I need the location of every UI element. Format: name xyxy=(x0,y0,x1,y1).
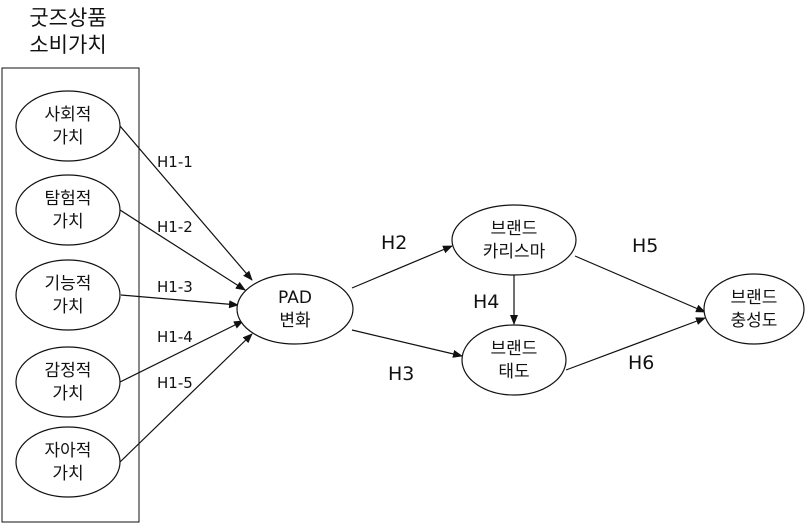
node-brand-charisma: 브랜드 카리스마 xyxy=(451,204,577,276)
node-charisma-line2: 카리스마 xyxy=(483,242,546,262)
node-function-line2: 가치 xyxy=(52,297,83,317)
label-h2: H2 xyxy=(381,232,407,254)
node-function-line1: 기능적 xyxy=(45,274,92,294)
node-explore-line1: 탐험적 xyxy=(45,189,92,209)
group-title-line1: 굿즈상품 xyxy=(29,6,106,30)
label-h1-1: H1-1 xyxy=(157,153,193,171)
node-pad-line1: PAD xyxy=(278,288,312,308)
node-self-value: 자아적 가치 xyxy=(15,426,121,498)
edge-h1-3 xyxy=(120,294,239,309)
consumption-value-group-box xyxy=(1,67,140,523)
edge-h5 xyxy=(574,255,706,313)
label-h4: H4 xyxy=(473,291,499,313)
edge-h1-4 xyxy=(119,320,244,383)
node-social-line1: 사회적 xyxy=(45,105,92,125)
node-function-value: 기능적 가치 xyxy=(15,259,121,331)
node-pad-line2: 변화 xyxy=(279,311,311,331)
node-brand-attitude: 브랜드 태도 xyxy=(461,324,567,396)
node-social-value: 사회적 가치 xyxy=(15,90,121,162)
label-h5: H5 xyxy=(632,235,658,257)
label-h1-2: H1-2 xyxy=(157,218,193,236)
edge-h2 xyxy=(351,245,453,289)
node-loyalty-line2: 충성도 xyxy=(731,311,778,331)
edge-h1-1 xyxy=(119,125,253,281)
node-self-line1: 자아적 xyxy=(45,441,92,461)
node-brand-loyalty: 브랜드 충성도 xyxy=(703,273,805,345)
node-emotion-value: 감정적 가치 xyxy=(15,346,121,418)
node-charisma-line1: 브랜드 xyxy=(491,219,538,239)
node-explore-value: 탐험적 가치 xyxy=(15,174,121,246)
group-title-line2: 소비가치 xyxy=(29,33,106,57)
label-h1-4: H1-4 xyxy=(157,328,193,346)
node-explore-line2: 가치 xyxy=(52,212,83,232)
node-emotion-line2: 가치 xyxy=(52,384,83,404)
node-pad-change: PAD 변화 xyxy=(236,273,354,345)
label-h6: H6 xyxy=(628,352,654,374)
edge-h3 xyxy=(351,329,463,358)
node-loyalty-line1: 브랜드 xyxy=(731,288,778,308)
node-emotion-line1: 감정적 xyxy=(45,361,92,381)
edge-h1-5 xyxy=(119,333,253,463)
label-h3: H3 xyxy=(388,363,414,385)
edges xyxy=(119,125,706,463)
label-h1-3: H1-3 xyxy=(157,278,193,296)
node-attitude-line2: 태도 xyxy=(498,362,529,382)
node-self-line2: 가치 xyxy=(52,464,83,484)
node-social-line2: 가치 xyxy=(52,128,83,148)
edge-h6 xyxy=(565,317,706,371)
node-attitude-line1: 브랜드 xyxy=(491,339,538,359)
label-h1-5: H1-5 xyxy=(157,374,193,392)
edge-h1-2 xyxy=(119,209,246,291)
